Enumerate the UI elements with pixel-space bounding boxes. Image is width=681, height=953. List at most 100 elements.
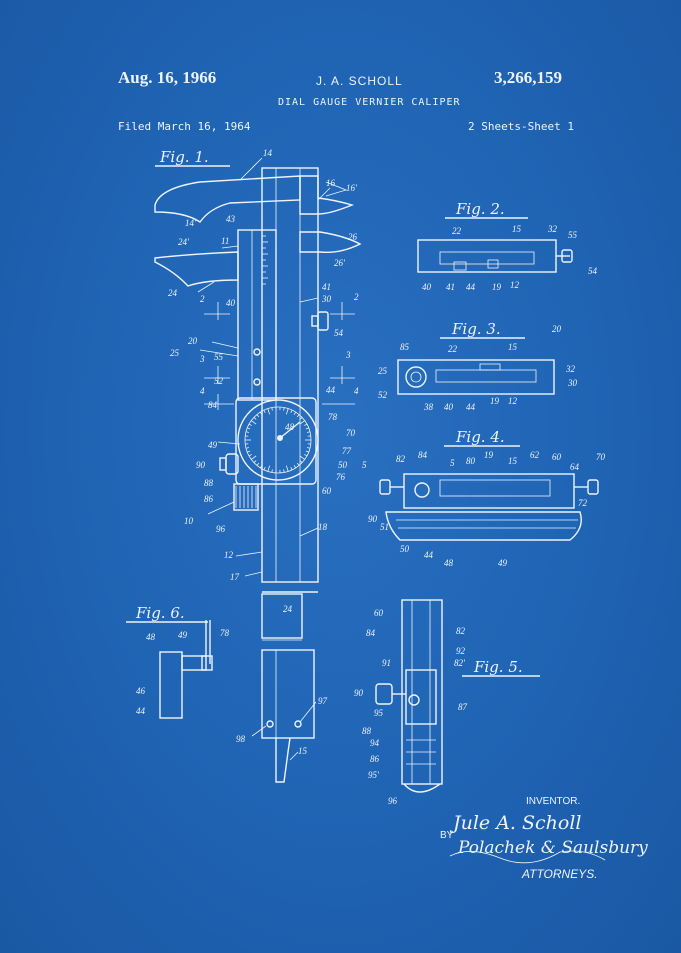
ref-10: 10 [184, 516, 194, 526]
dial-tick [293, 411, 297, 415]
dial-tick [296, 462, 300, 466]
dial-tick [263, 409, 266, 414]
f4-ref-64: 64 [570, 462, 580, 472]
patent-date: Aug. 16, 1966 [118, 68, 217, 87]
ref-52: 52 [214, 376, 224, 386]
dial-tick [259, 465, 263, 469]
ref-4a: 4 [200, 386, 205, 396]
f2-ref-22: 22 [452, 226, 462, 236]
ref-70: 70 [346, 428, 356, 438]
ref-49: 49 [208, 440, 218, 450]
dial-tick [304, 423, 308, 426]
dial-tick [247, 450, 251, 453]
dial-tick [259, 411, 263, 415]
ref-60: 60 [322, 486, 332, 496]
dial-tick [299, 417, 303, 420]
f4-ref-80: 80 [466, 456, 476, 466]
fig3-drawing: Fig. 3. 20 85 22 15 25 32 30 52 38 40 44… [378, 320, 578, 412]
ref-90: 90 [196, 460, 206, 470]
ref-88: 88 [204, 478, 214, 488]
attorney-signature-flourish [449, 850, 606, 864]
ref-48: 48 [285, 422, 295, 432]
ref-18: 18 [318, 522, 328, 532]
f6-ref-44: 44 [136, 706, 146, 716]
ref-3a: 3 [199, 354, 205, 364]
ref-11: 11 [221, 236, 229, 246]
ref-40: 40 [226, 298, 236, 308]
ref-44: 44 [326, 385, 336, 395]
dial-tick [299, 420, 305, 425]
ref-14p: 14' [185, 218, 197, 228]
attorneys-label: ATTORNEYS. [522, 867, 598, 881]
f5-ref-60: 60 [374, 608, 384, 618]
f4-ref-60: 60 [552, 452, 562, 462]
attorney-signature: Polachek & Saulsbury [458, 838, 648, 858]
f5-ref-88: 88 [362, 726, 372, 736]
ref-2b: 2 [354, 292, 359, 302]
dial-tick [256, 462, 260, 466]
dial-tick [263, 466, 266, 471]
f2-ref-41: 41 [446, 282, 455, 292]
fig4-label: Fig. 4. [455, 428, 505, 446]
dial-tick [267, 465, 271, 472]
ref-41: 41 [322, 282, 331, 292]
dial-tick [299, 460, 303, 463]
dial-tick [253, 460, 257, 463]
ref-24b: 24 [283, 604, 293, 614]
dial-tick [299, 455, 305, 460]
sheet-count: 2 Sheets-Sheet 1 [468, 120, 574, 133]
f5-ref-96: 96 [388, 796, 398, 806]
dial-tick [306, 447, 311, 449]
ref-97: 97 [318, 696, 328, 706]
f3-ref-22: 22 [448, 344, 458, 354]
f4-ref-49: 49 [498, 558, 508, 568]
dial-tick [245, 447, 250, 449]
f4-ref-5: 5 [450, 458, 455, 468]
inventor-label: INVENTOR. [526, 796, 581, 807]
f4-ref-51: 51 [380, 522, 389, 532]
f3-ref-38: 38 [423, 402, 434, 412]
inventor-name: J. A. SCHOLL [316, 74, 403, 88]
ref-50: 50 [338, 460, 348, 470]
ref-14: 14 [263, 148, 273, 158]
f2-ref-12: 12 [510, 280, 520, 290]
ref-26: 26 [348, 232, 358, 242]
ref-96: 96 [216, 524, 226, 534]
patent-title: DIAL GAUGE VERNIER CALIPER [278, 97, 461, 108]
ref-24: 24 [168, 288, 178, 298]
dial-tick [285, 465, 289, 472]
fig4-drawing: Fig. 4. 82 84 5 80 19 15 62 60 70 5 64 [362, 428, 606, 568]
by-label: BY [440, 830, 454, 841]
dial-tick [251, 455, 257, 460]
dial-tick [267, 408, 271, 415]
ref-16: 16 [326, 178, 336, 188]
ref-24p: 24' [178, 237, 190, 247]
fig5-label: Fig. 5. [473, 658, 523, 676]
fig1-drawing: Fig. 1. [154, 148, 362, 783]
f5-ref-95p: 95' [368, 770, 380, 780]
ref-25: 25 [170, 348, 180, 358]
f5-ref-90: 90 [354, 688, 364, 698]
dial-tick [283, 407, 285, 411]
dial-tick [304, 454, 308, 457]
f3-ref-15: 15 [508, 342, 518, 352]
f5-ref-82: 82 [456, 626, 466, 636]
dial-tick [306, 431, 311, 433]
f2-ref-32: 32 [547, 224, 558, 234]
ref-3b: 3 [345, 350, 351, 360]
f4-ref-90: 90 [368, 514, 378, 524]
f4-ref-15: 15 [508, 456, 518, 466]
f4-ref-48: 48 [444, 558, 454, 568]
f3-ref-19: 19 [490, 396, 500, 406]
ref-55: 55 [214, 352, 224, 362]
dial-tick [248, 454, 252, 457]
f6-ref-49: 49 [178, 630, 188, 640]
f2-ref-44: 44 [466, 282, 476, 292]
dial-tick [248, 423, 252, 426]
patent-number: 3,266,159 [494, 68, 562, 87]
f5-ref-91: 91 [382, 658, 391, 668]
f3-ref-40: 40 [444, 402, 454, 412]
ref-86: 86 [204, 494, 214, 504]
inventor-signature: Jule A. Scholl [453, 812, 582, 834]
f4-ref-62: 62 [530, 450, 540, 460]
